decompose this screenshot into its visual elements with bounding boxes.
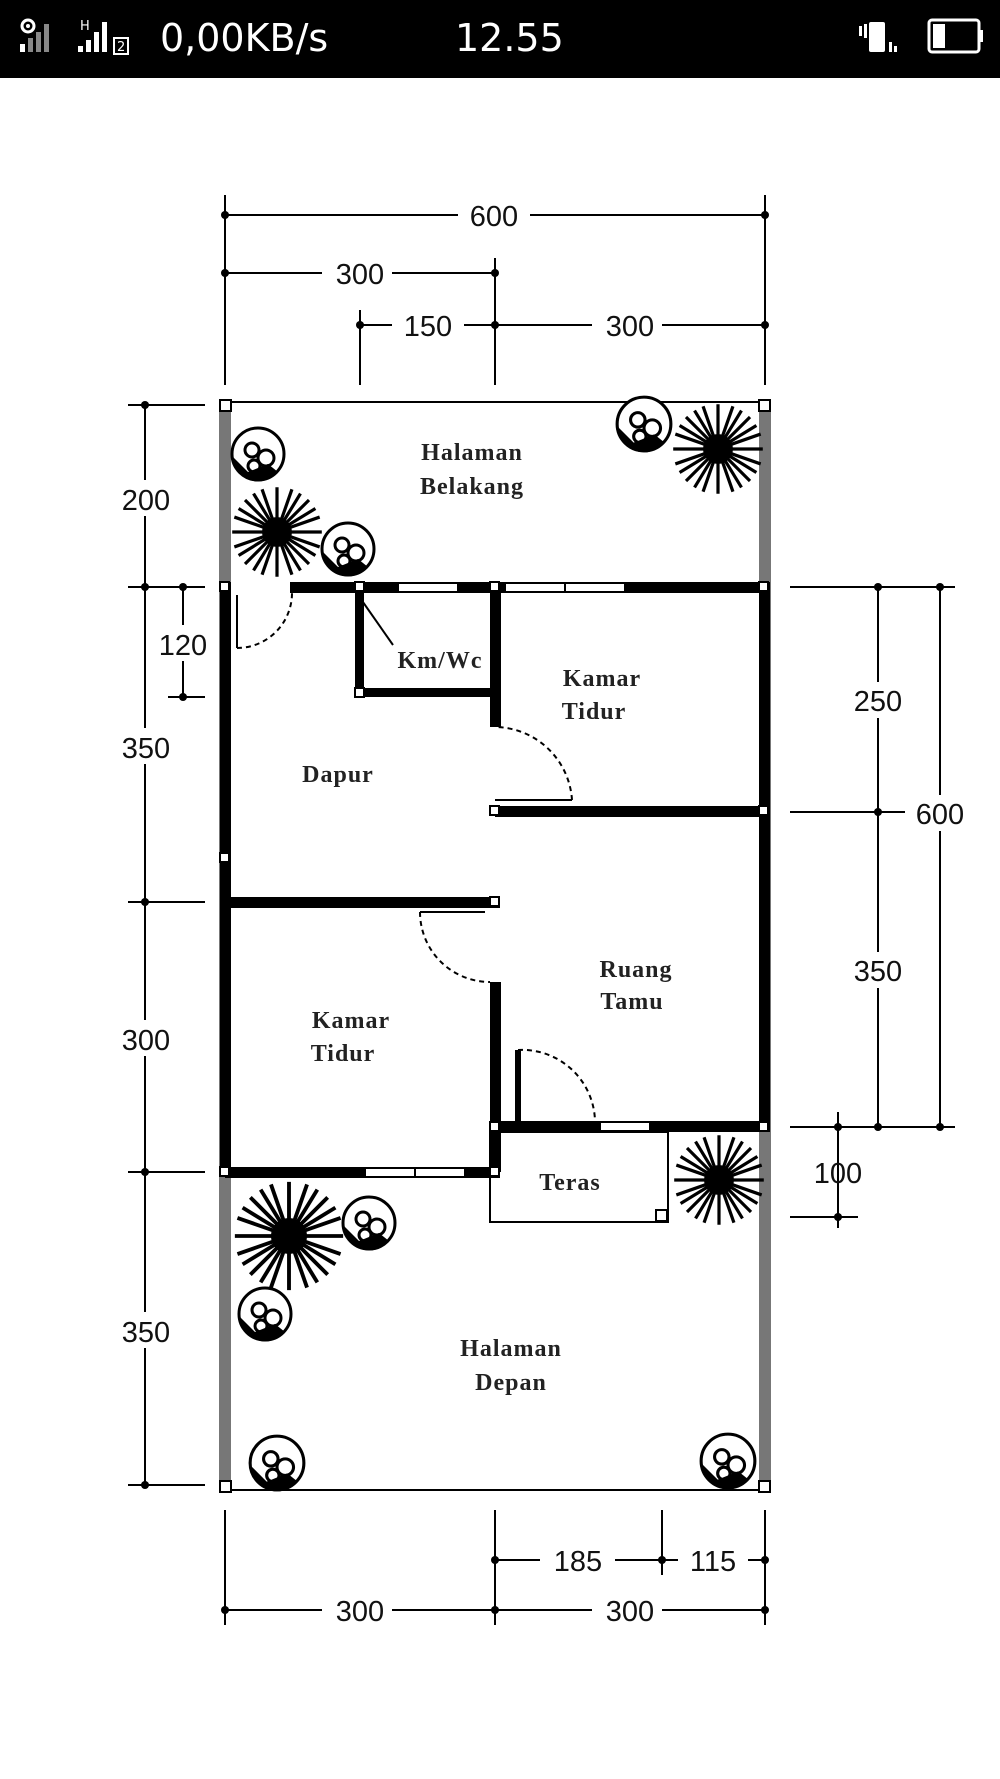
- signal-icons: H 2: [20, 18, 129, 55]
- tree-bush-6: [248, 1434, 306, 1493]
- label-halaman-depan-1: Halaman: [460, 1336, 562, 1362]
- location-icon: [20, 18, 36, 34]
- tree-palm-2: [671, 402, 765, 496]
- dim-left-2: 120: [159, 630, 207, 662]
- tree-bush-4: [341, 1195, 397, 1252]
- tree-bush-2: [320, 521, 376, 578]
- dimension-lines: [128, 195, 955, 1625]
- signal-1-icon: [20, 24, 49, 52]
- walls: [220, 582, 770, 1178]
- dim-right-2: 350: [854, 956, 902, 988]
- windows: [232, 582, 651, 1178]
- dim-bottom-right: 300: [606, 1596, 654, 1628]
- teras-outline: [489, 1131, 669, 1223]
- dim-right-3: 100: [814, 1158, 862, 1190]
- dim-left-5: 350: [122, 1317, 170, 1349]
- tree-bush-3: [615, 395, 673, 454]
- dim-right-total: 600: [916, 799, 964, 831]
- tree-palm-3: [672, 1133, 766, 1227]
- tree-bush-7: [699, 1432, 757, 1491]
- status-right-icons: [859, 18, 983, 54]
- wall-joints: [219, 581, 769, 1177]
- battery-icon: [927, 18, 983, 54]
- label-kamar-tidur-2b: Tidur: [311, 1041, 376, 1067]
- clock: 12.55: [455, 16, 564, 60]
- dim-left-4: 300: [122, 1025, 170, 1057]
- label-halaman-belakang-1: Halaman: [421, 440, 523, 466]
- network-speed: 0,00KB/s: [160, 16, 329, 60]
- front-door-leaf: [515, 1050, 521, 1121]
- site-boundary: [219, 399, 771, 1493]
- signal-2-icon: [78, 22, 107, 52]
- label-teras: Teras: [539, 1170, 600, 1196]
- dim-bottom-2: 115: [690, 1546, 736, 1578]
- dim-bottom-left: 300: [336, 1596, 384, 1628]
- tree-palm-1: [230, 485, 324, 579]
- tree-bush-5: [237, 1286, 293, 1343]
- dim-top-left: 300: [336, 259, 384, 291]
- tree-palm-4: [232, 1179, 346, 1293]
- vibrate-icon: [859, 22, 897, 52]
- dim-left-3: 350: [122, 733, 170, 765]
- tree-bush-1: [230, 426, 286, 483]
- dimension-dots: [141, 211, 944, 1614]
- label-halaman-belakang-2: Belakang: [420, 474, 524, 500]
- label-km-wc: Km/Wc: [398, 648, 483, 674]
- label-kamar-tidur-2a: Kamar: [312, 1008, 390, 1034]
- label-dapur: Dapur: [302, 762, 374, 788]
- sim-badge: 2: [117, 40, 125, 55]
- dim-top-mid: 150: [404, 311, 452, 343]
- dim-bottom-1: 185: [554, 1546, 602, 1578]
- label-ruang-tamu-2: Tamu: [600, 989, 663, 1015]
- label-ruang-tamu-1: Ruang: [599, 957, 672, 983]
- dim-top-total: 600: [470, 201, 518, 233]
- dim-top-right: 300: [606, 311, 654, 343]
- status-bar: H 2 0,00KB/s 12.55: [0, 0, 1000, 78]
- label-halaman-depan-2: Depan: [475, 1370, 547, 1396]
- dim-left-1: 200: [122, 485, 170, 517]
- wc-door-leaf: [356, 600, 361, 650]
- label-kamar-tidur-1b: Tidur: [562, 699, 627, 725]
- sim-badge-icon: [113, 37, 129, 55]
- label-kamar-tidur-1a: Kamar: [563, 666, 641, 692]
- network-type: H: [80, 19, 90, 34]
- dim-right-1: 250: [854, 686, 902, 718]
- trees: [230, 395, 766, 1493]
